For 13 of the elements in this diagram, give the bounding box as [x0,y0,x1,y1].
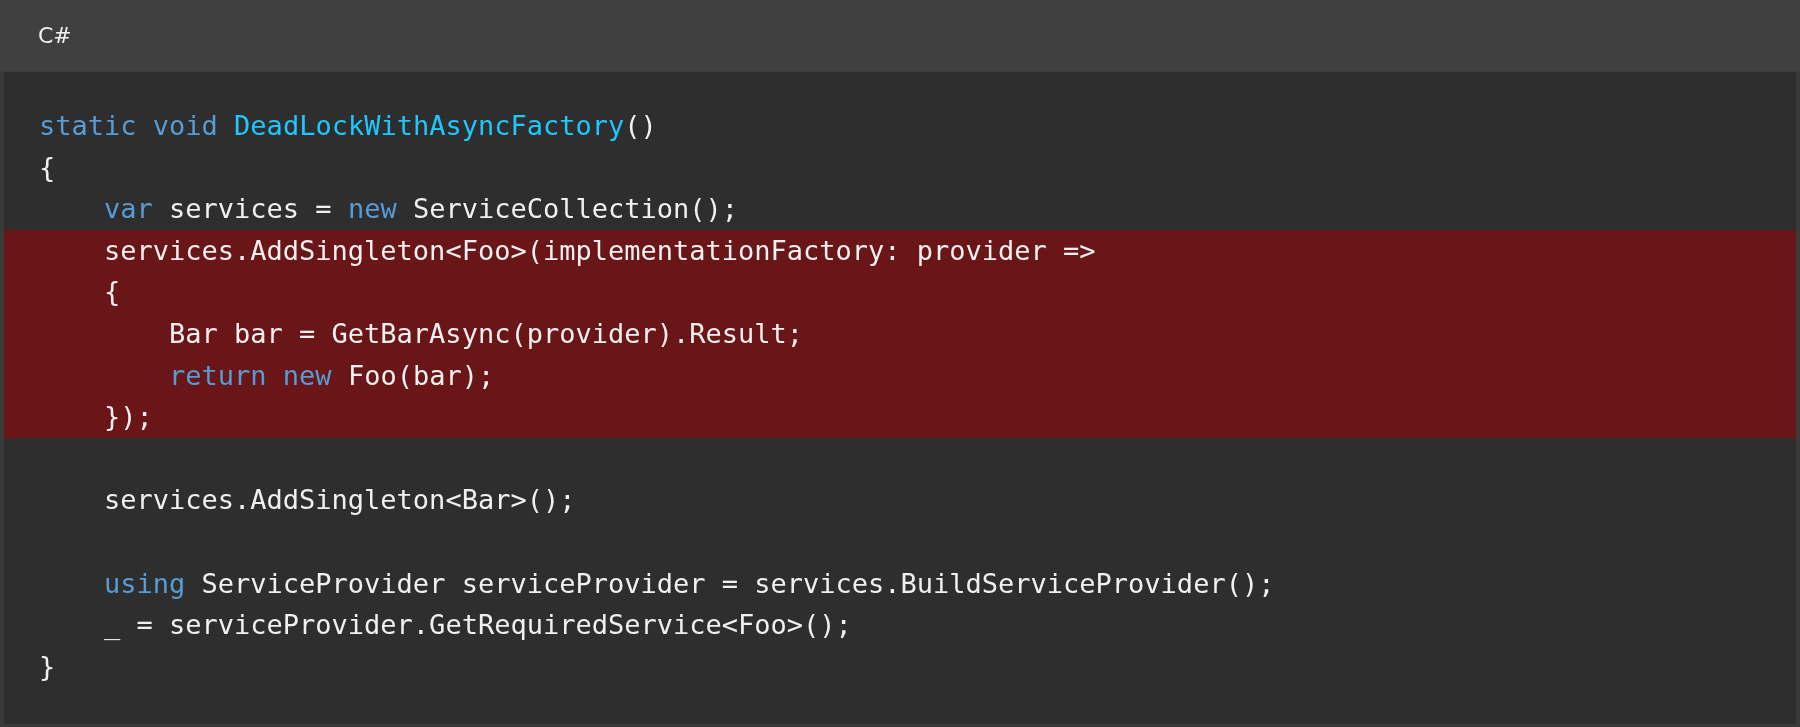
code-line: services.AddSingleton<Foo>(implementationFactory: provider => [104,233,1096,268]
code-line: static void DeadLockWithAsyncFactory() [39,109,657,143]
code-line: { [39,150,56,185]
code-line: Bar bar = GetBarAsync(provider).Result; [169,317,803,351]
code-line: } [39,649,56,684]
code-line: { [104,275,121,310]
code-line: return new Foo(bar); [169,358,495,393]
code-line: }); [104,400,153,435]
code-line: _ = serviceProvider.GetRequiredService<Foo>(); [104,608,852,643]
code-line: var services = new ServiceCollection(); [104,192,739,227]
code-line: services.AddSingleton<Bar>(); [104,483,576,518]
language-label: C# [38,22,72,50]
code-line: using ServiceProvider serviceProvider = services.BuildServiceProvider(); [104,566,1275,601]
